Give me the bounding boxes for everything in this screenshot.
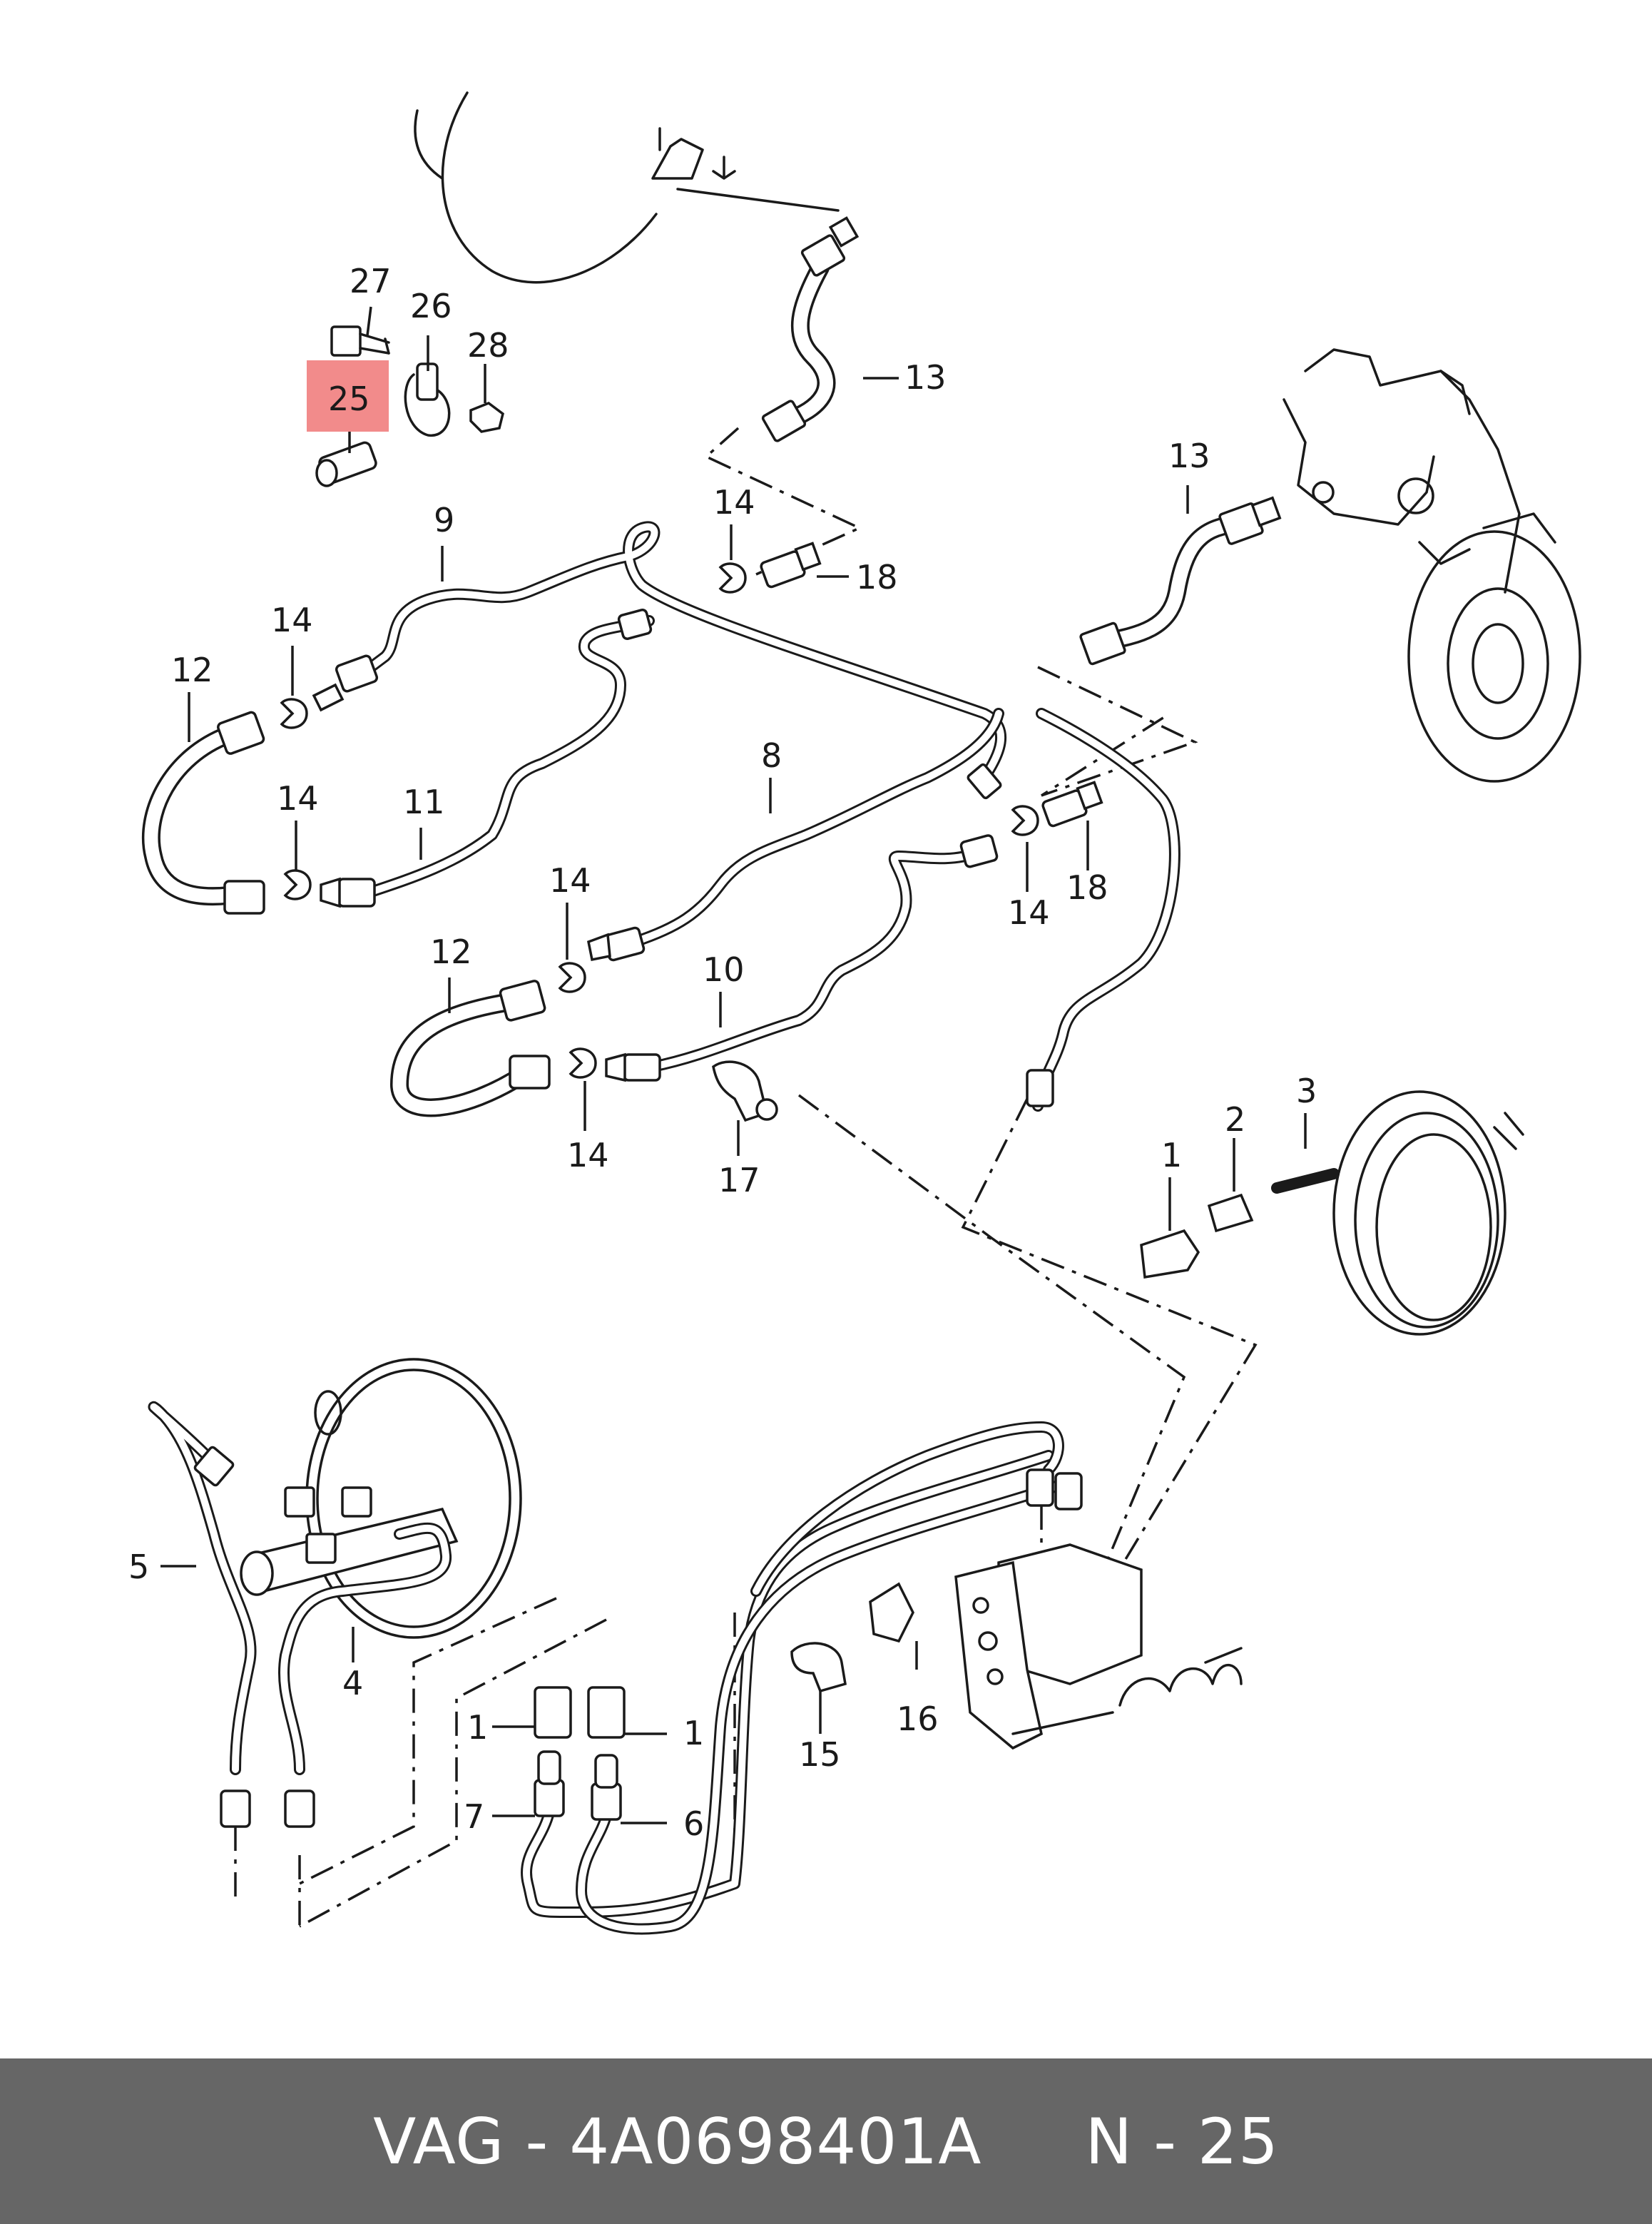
footer-position-prefix: N (1085, 2104, 1133, 2178)
label-5: 5 (128, 1548, 149, 1586)
footer-separator: - (504, 2104, 570, 2178)
clip-15 (790, 1642, 847, 1693)
brake-hose-13-right (1079, 496, 1282, 666)
part-number-footer: VAG - 4A0698401A N - 25 (0, 2058, 1652, 2224)
pressure-regulator-valve (954, 1543, 1243, 1750)
label-16: 16 (897, 1700, 939, 1738)
label-25: 25 (328, 380, 370, 418)
label-28: 28 (467, 326, 509, 365)
brake-hose-12-left (141, 711, 265, 915)
brake-pipe-5 (148, 1401, 257, 1828)
callout-labels: 27 26 28 25 13 13 9 14 18 14 12 14 11 8 … (128, 262, 1317, 1843)
label-1-mid: 1 (683, 1714, 704, 1752)
brake-pipe-long (1026, 708, 1181, 1112)
brake-pipe-10 (605, 834, 999, 1082)
label-14-a: 14 (713, 483, 755, 522)
label-8: 8 (761, 736, 782, 775)
label-12-b: 12 (430, 933, 472, 971)
label-14-b: 14 (271, 601, 313, 639)
brake-pipe-6 (576, 1478, 1069, 1935)
label-27: 27 (350, 262, 392, 300)
connector-18-set (760, 542, 1103, 828)
label-13-right: 13 (1168, 437, 1210, 475)
label-1-left: 1 (467, 1708, 488, 1747)
label-2: 2 (1225, 1100, 1245, 1139)
label-17: 17 (718, 1161, 760, 1199)
label-9: 9 (434, 501, 454, 539)
label-18-a: 18 (856, 558, 898, 596)
label-10: 10 (703, 950, 745, 989)
top-brake-disc (414, 91, 840, 284)
label-26: 26 (410, 287, 452, 325)
label-4: 4 (342, 1664, 363, 1702)
pipe-coil-3 (1271, 1090, 1524, 1336)
label-11: 11 (403, 783, 445, 821)
parts-diagram: 27 26 28 25 13 13 9 14 18 14 12 14 11 8 … (128, 91, 1581, 1935)
label-6: 6 (683, 1804, 704, 1843)
label-7: 7 (464, 1797, 484, 1836)
label-14-d: 14 (1008, 893, 1050, 932)
footer-gap (982, 2105, 1086, 2178)
label-14-e: 14 (549, 861, 591, 900)
connector-25 (315, 441, 377, 487)
clamp-17 (712, 1060, 778, 1122)
label-13-top: 13 (904, 358, 947, 397)
label-18-b: 18 (1066, 868, 1108, 907)
brake-pipe-to-valve (750, 1421, 1083, 1597)
brake-pipe-8 (586, 708, 1004, 962)
brake-pipe-4 (277, 1522, 452, 1828)
footer-position: 25 (1197, 2104, 1279, 2178)
connector-2 (1207, 1193, 1254, 1233)
brake-hose-12-lower (390, 980, 551, 1117)
brake-caliper-right (1283, 348, 1581, 783)
footer-brand: VAG (373, 2104, 505, 2178)
label-14-c: 14 (277, 779, 319, 818)
footer-part-number: 4A0698401A (569, 2104, 982, 2178)
brake-pipe-7 (521, 1450, 1054, 1918)
bracket-16 (869, 1582, 914, 1643)
brake-hose-13-top (761, 216, 860, 442)
leader-lines (160, 306, 1307, 1824)
bolt-27 (330, 325, 390, 357)
footer-separator-2: - (1133, 2104, 1198, 2178)
label-3: 3 (1296, 1072, 1317, 1110)
union-nut-1-bottom (534, 1686, 626, 1739)
label-14-f: 14 (567, 1136, 609, 1174)
highlight-box-25 (307, 360, 389, 432)
label-12-a: 12 (171, 651, 213, 689)
union-nut-1-right (1140, 1229, 1200, 1279)
brake-pipe-9 (312, 521, 1007, 783)
label-1-right: 1 (1161, 1136, 1182, 1174)
bracket-26 (404, 362, 451, 437)
clip-14-set (280, 562, 1039, 1079)
label-15: 15 (799, 1735, 841, 1774)
brake-pipe-11 (320, 609, 655, 908)
nut-28 (469, 402, 504, 433)
